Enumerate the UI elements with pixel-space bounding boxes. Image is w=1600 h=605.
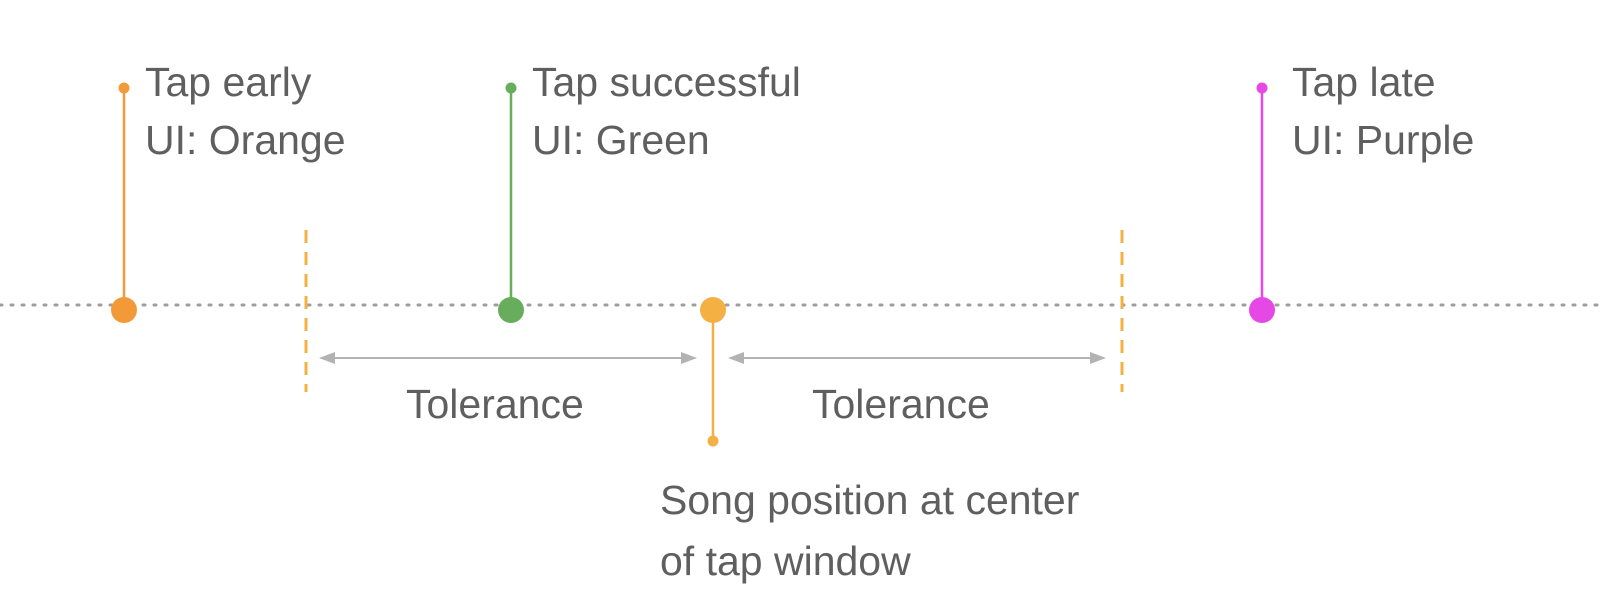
song-position-label-dot — [707, 435, 719, 447]
tap-successful-label-dot — [505, 82, 517, 94]
tap-early-title: Tap early — [145, 59, 312, 105]
tap-late-marker — [1249, 297, 1275, 323]
song-position-center: Song position at center of tap window — [660, 297, 1079, 584]
tap-late-event: Tap late UI: Purple — [1249, 59, 1474, 323]
song-position-marker — [700, 297, 726, 323]
tap-early-marker — [111, 297, 137, 323]
tolerance-label-right: Tolerance — [812, 381, 990, 427]
song-position-label-line2: of tap window — [660, 538, 911, 584]
tap-successful-event: Tap successful UI: Green — [498, 59, 801, 323]
tap-late-label-dot — [1256, 82, 1268, 94]
tap-successful-title: Tap successful — [532, 59, 801, 105]
tap-early-event: Tap early UI: Orange — [111, 59, 346, 323]
tolerance-label-left: Tolerance — [406, 381, 584, 427]
tap-early-ui-color: UI: Orange — [145, 117, 346, 163]
tap-successful-ui-color: UI: Green — [532, 117, 710, 163]
tap-late-ui-color: UI: Purple — [1292, 117, 1474, 163]
song-position-label-line1: Song position at center — [660, 477, 1079, 523]
tap-late-title: Tap late — [1292, 59, 1436, 105]
tap-early-label-dot — [118, 82, 130, 94]
tap-successful-marker — [498, 297, 524, 323]
